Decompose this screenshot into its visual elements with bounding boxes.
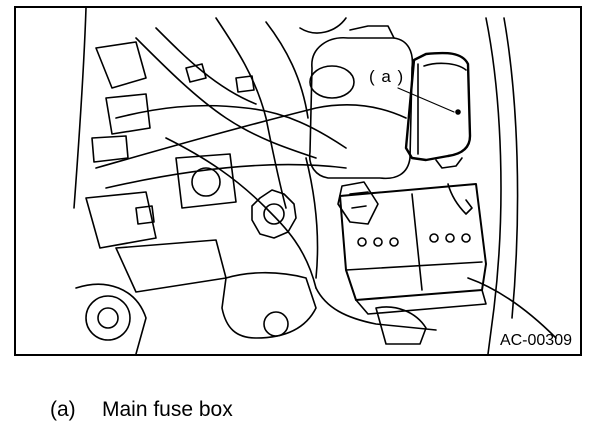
legend-key: (a) [50,398,76,421]
engine-bay-illustration: ( a ) AC-00309 [14,6,582,356]
callout-label-a: ( a ) [369,67,405,86]
figure-id: AC-00309 [499,332,572,349]
engine-line-drawing [73,8,557,354]
legend-text: Main fuse box [102,398,233,421]
legend-item: (a) Main fuse box [50,398,233,422]
callout-leader [397,87,455,113]
main-fuse-box [404,51,472,162]
